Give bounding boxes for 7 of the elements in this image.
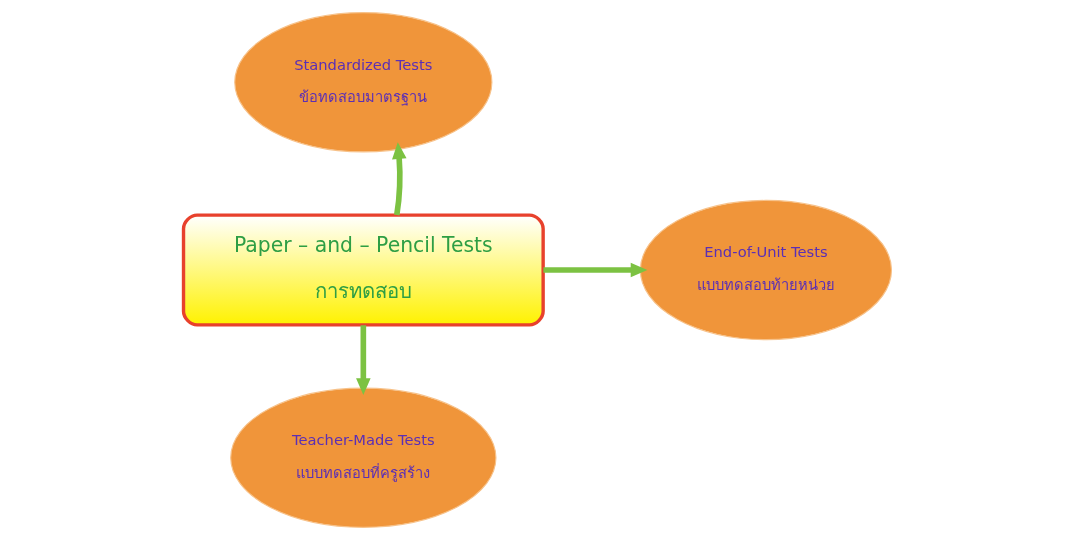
arrow bbox=[392, 142, 407, 216]
node-ellipse: Teacher-Made Tests แบบทดสอบที่ครูสร้าง bbox=[230, 387, 497, 528]
node-ellipse: Standardized Tests ข้อทดสอบมาตรฐาน bbox=[234, 12, 493, 153]
arrow bbox=[543, 262, 648, 278]
node-ellipse: End-of-Unit Tests แบบทดสอบท้ายหน่วย bbox=[639, 199, 893, 341]
node-box: Paper – and – Pencil Tests การทดสอบ bbox=[181, 213, 545, 327]
arrow bbox=[356, 325, 371, 395]
